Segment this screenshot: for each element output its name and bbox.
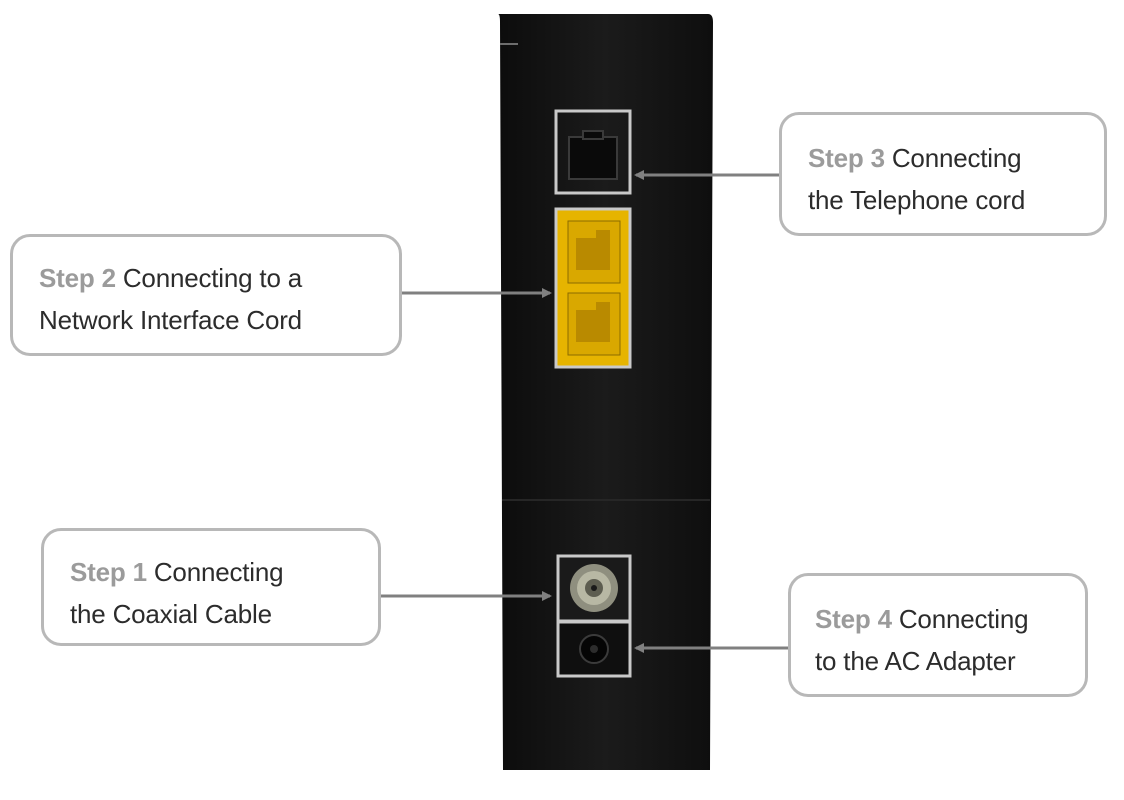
step-4-title: Connecting [898, 604, 1029, 634]
telephone-port [554, 109, 632, 195]
step-4-label: Step 4 [815, 604, 892, 634]
power-jack [556, 620, 632, 678]
callout-step-3: Step 3 Connecting the Telephone cord [779, 112, 1107, 236]
step-4-description: to the AC Adapter [815, 646, 1016, 676]
step-2-label: Step 2 [39, 263, 116, 293]
step-1-label: Step 1 [70, 557, 147, 587]
step-3-description: the Telephone cord [808, 185, 1026, 215]
ethernet-ports [554, 207, 632, 369]
step-2-description: Network Interface Cord [39, 305, 302, 335]
step-3-title: Connecting [891, 143, 1022, 173]
step-3-label: Step 3 [808, 143, 885, 173]
step-1-description: the Coaxial Cable [70, 599, 272, 629]
coaxial-port [556, 554, 632, 623]
callout-step-4: Step 4 Connecting to the AC Adapter [788, 573, 1088, 697]
callout-step-2: Step 2 Connecting to a Network Interface… [10, 234, 402, 356]
step-2-title: Connecting to a [122, 263, 302, 293]
ethernet-port-1-jack [576, 230, 610, 270]
ethernet-port-2-jack [576, 302, 610, 342]
step-1-title: Connecting [153, 557, 284, 587]
callout-step-1: Step 1 Connecting the Coaxial Cable [41, 528, 381, 646]
modem-body [498, 14, 713, 770]
